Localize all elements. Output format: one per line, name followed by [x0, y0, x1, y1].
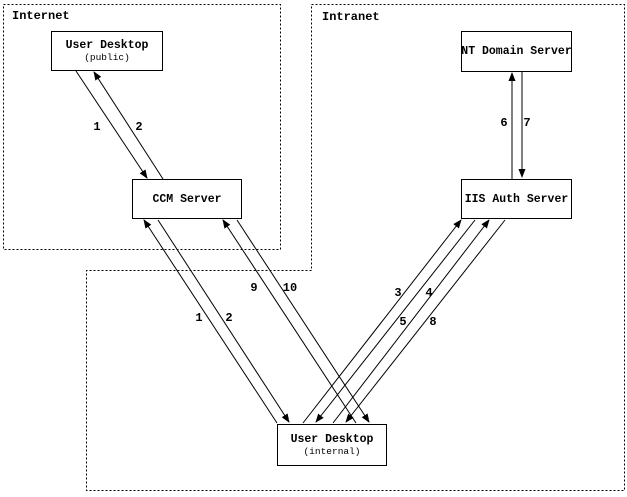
node-user-desktop-public: User Desktop (public)	[51, 31, 163, 71]
edge-5-internal-desktop-to-iis	[332, 219, 490, 424]
node-subtitle: (internal)	[303, 446, 361, 457]
edge-label-8: 8	[429, 315, 437, 329]
node-title: IIS Auth Server	[464, 192, 569, 206]
edge-4-iis-to-internal-desktop	[315, 219, 476, 423]
edge-label-1-lower: 1	[195, 311, 203, 325]
edge-2-ccm-to-internal-desktop	[157, 219, 290, 423]
internet-zone-border	[3, 4, 281, 250]
edge-label-4: 4	[425, 286, 433, 300]
edge-label-1-upper: 1	[93, 120, 101, 134]
edge-1-public-desktop-to-ccm	[75, 70, 148, 179]
edge-label-5: 5	[399, 315, 407, 329]
edge-9-internal-desktop-to-ccm	[222, 219, 357, 424]
node-title: User Desktop	[290, 433, 374, 446]
node-title: User Desktop	[65, 39, 149, 52]
node-title: NT Domain Server	[461, 45, 572, 58]
intranet-zone-border	[86, 4, 625, 491]
edge-10-ccm-to-internal-desktop	[236, 219, 370, 423]
edge-3-internal-desktop-to-iis	[302, 219, 462, 424]
node-nt-domain-server: NT Domain Server	[461, 31, 572, 72]
edge-label-10: 10	[282, 281, 298, 295]
node-title: CCM Server	[152, 192, 222, 206]
intranet-zone-label: Intranet	[322, 10, 380, 24]
edge-label-2-upper: 2	[135, 120, 143, 134]
edge-label-3: 3	[394, 286, 402, 300]
edge-label-9: 9	[250, 281, 258, 295]
edge-label-2-lower: 2	[225, 311, 233, 325]
edge-2-ccm-to-public-desktop	[93, 71, 164, 180]
node-user-desktop-internal: User Desktop (internal)	[277, 424, 387, 466]
edge-1-internal-desktop-to-ccm	[143, 219, 278, 424]
node-ccm-server: CCM Server	[132, 179, 242, 219]
internet-zone-label: Internet	[12, 9, 70, 23]
edge-label-6: 6	[500, 116, 508, 130]
edge-8-iis-to-internal-desktop	[345, 219, 506, 423]
node-iis-auth-server: IIS Auth Server	[461, 179, 572, 219]
edge-label-7: 7	[523, 116, 531, 130]
node-subtitle: (public)	[84, 52, 130, 63]
